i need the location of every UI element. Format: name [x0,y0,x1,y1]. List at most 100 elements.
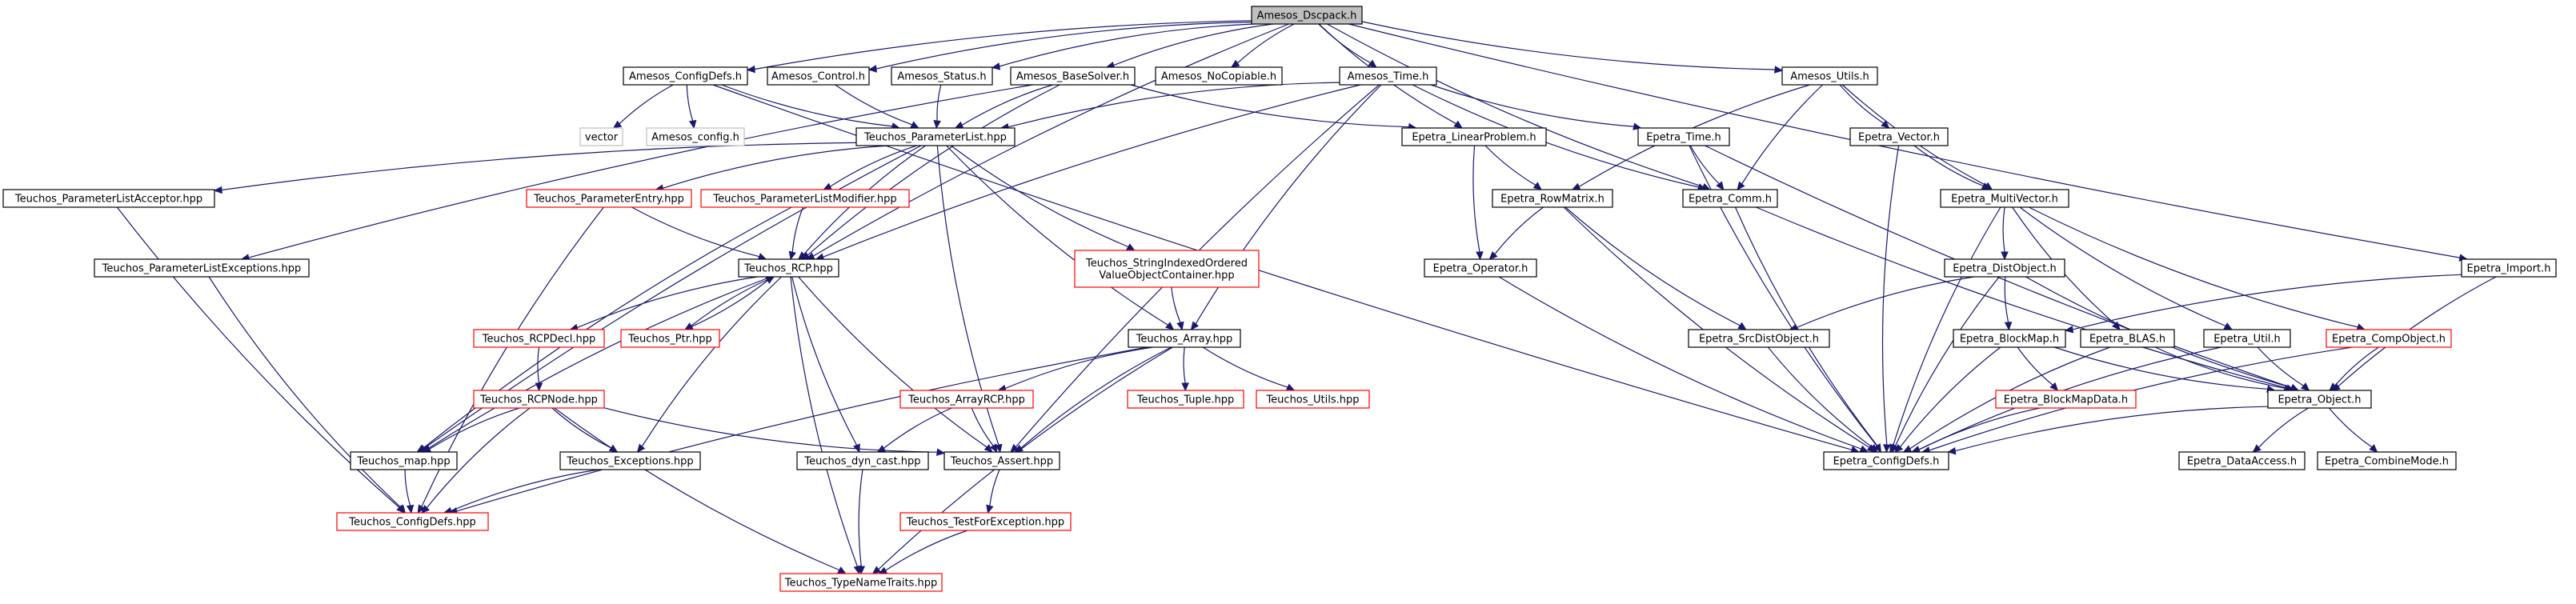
node-box [623,66,748,86]
node-teuchos-parameterlist[interactable]: Teuchos_ParameterList.hpp [855,127,1016,146]
node-root[interactable]: Amesos_Dscpack.h [1251,6,1363,25]
node-teuchos-plistexceptions[interactable]: Teuchos_ParameterListExceptions.hpp [94,258,310,278]
node-box [350,451,458,470]
node-amesos-status[interactable]: Amesos_Status.h [891,66,993,86]
node-epetra-comm[interactable]: Epetra_Comm.h [1682,189,1778,208]
edge-teuchos_testforexception-to-teuchos_typenametraits [878,530,968,574]
node-teuchos-configdefs[interactable]: Teuchos_ConfigDefs.hpp [336,512,489,531]
node-label: Teuchos_TestForException.hpp [906,517,1064,529]
node-label: Teuchos_Exceptions.hpp [566,456,693,468]
node-teuchos-ptr[interactable]: Teuchos_Ptr.hpp [620,329,720,348]
node-label: Amesos_BaseSolver.h [1016,71,1129,83]
edge-amesos_time-to-teuchos_array [1190,84,1382,330]
edge-teuchos_parameterentry-to-teuchos_rcp [631,206,767,261]
node-box [579,127,623,146]
node-box [1401,127,1547,146]
edge-epetra_distobject-to-epetra_srcdistobject [1789,276,1974,332]
edge-epetra_multivector-to-epetra_distobject [2001,206,2009,261]
node-epetra-configdefs[interactable]: Epetra_ConfigDefs.h [1823,451,1949,470]
node-epetra-blockmap[interactable]: Epetra_BlockMap.h [1953,329,2066,348]
node-teuchos-plistmodifier[interactable]: Teuchos_ParameterListModifier.hpp [700,189,910,208]
edge-teuchos_rcp-to-teuchos_ptr [683,276,775,330]
node-box [1339,66,1437,86]
node-box [1940,189,2069,208]
node-box [620,329,720,348]
node-teuchos-map[interactable]: Teuchos_map.hpp [350,451,458,470]
node-amesos-basesolver[interactable]: Amesos_BaseSolver.h [1010,66,1136,86]
node-teuchos-tuple[interactable]: Teuchos_Tuple.hpp [1127,390,1244,409]
node-teuchos-exceptions[interactable]: Teuchos_Exceptions.hpp [559,451,701,470]
edge-teuchos_rcpnode-to-teuchos_map [422,407,520,453]
edges-layer [116,20,2497,575]
node-box [526,189,692,208]
node-label: Amesos_Status.h [897,71,986,83]
node-epetra-blas[interactable]: Epetra_BLAS.h [2080,329,2175,348]
node-box [473,390,605,409]
node-teuchos-parameterentry[interactable]: Teuchos_ParameterEntry.hpp [526,189,692,208]
node-teuchos-rcp[interactable]: Teuchos_RCP.hpp [738,258,839,278]
node-box [2203,329,2291,348]
node-teuchos-sio[interactable]: Teuchos_StringIndexedOrderedValueObjectC… [1074,250,1260,288]
node-teuchos-dyncast[interactable]: Teuchos_dyn_cast.hpp [796,451,929,470]
node-label: Epetra_BlockMapData.h [2004,394,2128,406]
node-epetra-blockmapdata[interactable]: Epetra_BlockMapData.h [1995,390,2137,409]
edge-epetra_vector-to-epetra_configdefs [1881,145,1900,454]
node-epetra-time[interactable]: Epetra_Time.h [1637,127,1730,146]
node-epetra-dataaccess[interactable]: Epetra_DataAccess.h [2178,451,2306,470]
node-box [2178,451,2306,470]
node-epetra-combinemode[interactable]: Epetra_CombineMode.h [2317,451,2457,470]
edge-epetra_linearproblem-to-epetra_rowmatrix [1484,145,1542,190]
node-epetra-object[interactable]: Epetra_Object.h [2267,390,2372,409]
node-amesos-nocopiable[interactable]: Amesos_NoCopiable.h [1155,66,1283,86]
node-label: Amesos_Control.h [771,71,865,83]
node-epetra-operator[interactable]: Epetra_Operator.h [1424,258,1537,278]
node-teuchos-typenametraits[interactable]: Teuchos_TypeNameTraits.hpp [779,573,943,592]
node-epetra-import[interactable]: Epetra_Import.h [2461,258,2557,278]
node-box [738,258,839,278]
edge-root-to-amesos_status [991,23,1255,70]
edge-epetra_blockmap-to-epetra_configdefs [1894,346,2001,453]
node-amesos-config[interactable]: Amesos_config.h [646,127,745,146]
node-label: Amesos_Dscpack.h [1257,10,1357,22]
node-epetra-linearproblem[interactable]: Epetra_LinearProblem.h [1401,127,1547,146]
node-epetra-compobject[interactable]: Epetra_CompObject.h [2326,329,2452,348]
node-epetra-distobject[interactable]: Epetra_DistObject.h [1944,258,2065,278]
node-teuchos-rcpnode[interactable]: Teuchos_RCPNode.hpp [473,390,605,409]
node-epetra-vector[interactable]: Epetra_Vector.h [1849,127,1949,146]
node-epetra-srcdistobject[interactable]: Epetra_SrcDistObject.h [1688,329,1830,348]
node-box [1256,390,1370,409]
node-teuchos-arrayrcp[interactable]: Teuchos_ArrayRCP.hpp [899,390,1034,409]
edge-teuchos_sio-to-teuchos_array [1171,286,1184,331]
node-epetra-util[interactable]: Epetra_Util.h [2203,329,2291,348]
edge-amesos_control-to-teuchos_parameterlist [835,84,919,129]
node-amesos-utils[interactable]: Amesos_Utils.h [1781,66,1878,86]
node-epetra-rowmatrix[interactable]: Epetra_RowMatrix.h [1492,189,1613,208]
edge-amesos_status-to-teuchos_parameterlist [933,84,942,130]
node-label: Epetra_BLAS.h [2089,334,2165,346]
edge-epetra_comm-to-epetra_object [1756,206,2295,392]
edge-teuchos_rcp-to-teuchos_exceptions [636,276,782,453]
node-vector[interactable]: vector [579,127,623,146]
node-amesos-configdefs[interactable]: Amesos_ConfigDefs.h [623,66,748,86]
node-teuchos-array[interactable]: Teuchos_Array.hpp [1128,329,1241,348]
edge-epetra_linearproblem-to-epetra_operator [1472,145,1484,261]
node-teuchos-plistacceptor[interactable]: Teuchos_ParameterListAcceptor.hpp [2,189,215,208]
edge-amesos_basesolver-to-teuchos_parameterlist [954,84,1053,129]
node-box [473,329,605,348]
node-box [779,573,943,592]
edge-teuchos_array-to-teuchos_tuple [1181,346,1189,392]
node-teuchos-testforexception[interactable]: Teuchos_TestForException.hpp [899,512,1072,531]
edge-teuchos_rcpnode-to-teuchos_typenametraits [554,407,847,574]
node-box [1781,66,1878,86]
node-box [646,127,745,146]
node-box [1127,390,1244,409]
node-amesos-time[interactable]: Amesos_Time.h [1339,66,1437,86]
node-box [1128,329,1241,348]
node-teuchos-assert[interactable]: Teuchos_Assert.hpp [943,451,1060,470]
node-epetra-multivector[interactable]: Epetra_MultiVector.h [1940,189,2069,208]
node-amesos-control[interactable]: Amesos_Control.h [767,66,870,86]
node-label: Epetra_Vector.h [1858,132,1940,144]
node-teuchos-utils[interactable]: Teuchos_Utils.hpp [1256,390,1370,409]
node-teuchos-rcpdecl[interactable]: Teuchos_RCPDecl.hpp [473,329,605,348]
node-label: Teuchos_Ptr.hpp [627,334,712,346]
